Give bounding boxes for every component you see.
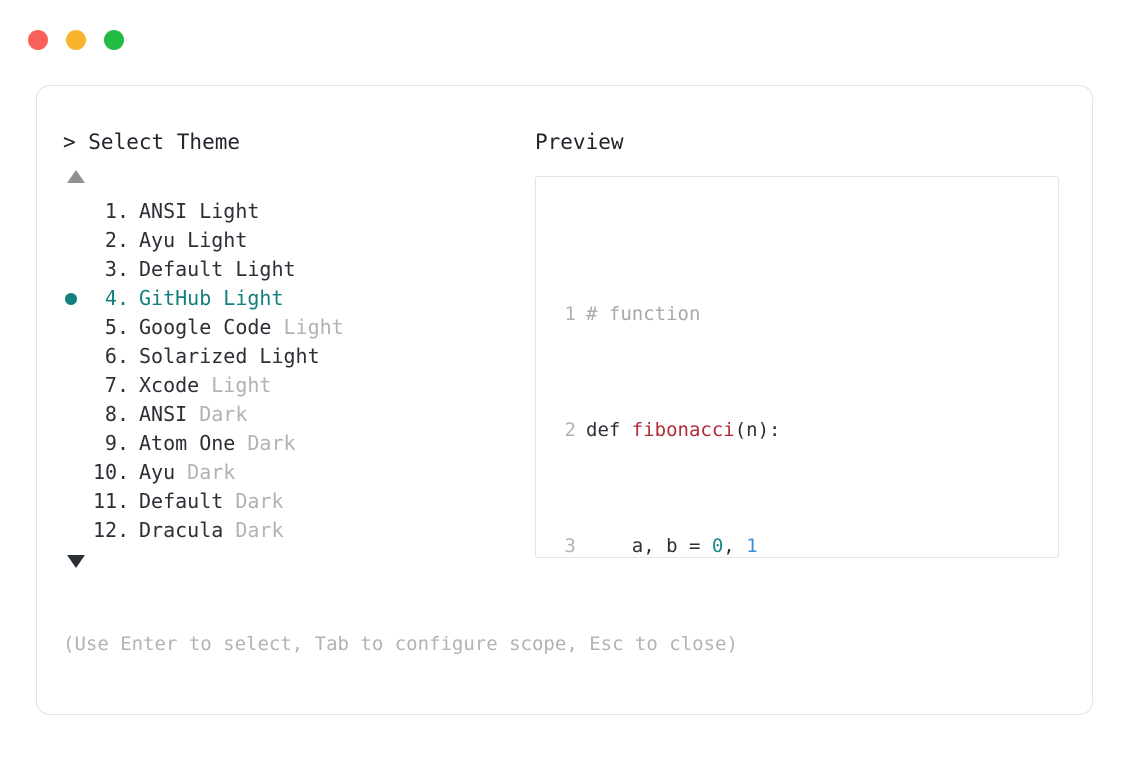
list-item-name: ANSI: [139, 402, 188, 426]
code-line-text: a, b = 0, 1: [586, 532, 758, 557]
selection-bullet-slot: [63, 292, 93, 305]
keyboard-hint: (Use Enter to select, Tab to configure s…: [63, 633, 738, 655]
list-item-mode: Light: [187, 228, 248, 252]
list-item-name: Default: [139, 257, 224, 281]
list-item[interactable]: 9. Atom One Dark: [63, 429, 543, 458]
selected-bullet-icon: [65, 292, 77, 305]
list-item-name: ANSI: [139, 199, 188, 223]
preview-panel: 1 # function 2 def fibonacci(n): 3 a, b …: [535, 176, 1059, 558]
list-item-name: Ayu: [139, 460, 176, 484]
theme-picker-card: > Select Theme 1. ANSI Light 2. Ayu: [36, 85, 1093, 715]
list-item-index: 12.: [93, 518, 130, 542]
code-line-text: # function: [586, 300, 700, 329]
list-item-index: 1.: [104, 199, 129, 223]
preview-column: Preview 1 # function 2 def fibonacci(n):: [535, 128, 1075, 558]
code-token-number: 0: [711, 535, 724, 557]
list-item-mode: Light: [199, 199, 260, 223]
list-item[interactable]: 2. Ayu Light: [63, 226, 543, 255]
list-item-space: [247, 342, 259, 371]
code-block: 1 # function 2 def fibonacci(n): 3 a, b …: [536, 213, 1058, 557]
list-item-space: [175, 458, 187, 487]
theme-list[interactable]: 1. ANSI Light 2. Ayu Light 3: [63, 197, 543, 545]
list-item-mode: Light: [259, 344, 320, 368]
list-item-space: [187, 197, 199, 226]
list-item-space: [235, 429, 247, 458]
list-item-index: 3.: [104, 257, 129, 281]
list-item-mode: Light: [223, 286, 284, 310]
list-item[interactable]: 8. ANSI Dark: [63, 400, 543, 429]
list-item-selected[interactable]: 4. GitHub Light: [63, 284, 543, 313]
list-item-index: 8.: [104, 402, 129, 426]
list-item[interactable]: 11. Default Dark: [63, 487, 543, 516]
list-item-space: [271, 313, 283, 342]
list-item-space: [187, 400, 199, 429]
list-item-index: 4.: [104, 286, 129, 310]
list-item-mode: Dark: [247, 431, 296, 455]
list-item-name: Atom One: [139, 431, 236, 455]
list-item-index: 6.: [104, 344, 129, 368]
list-item-mode: Dark: [199, 402, 248, 426]
list-item-space: [211, 284, 223, 313]
list-item[interactable]: 5. Google Code Light: [63, 313, 543, 342]
line-number: 3: [564, 535, 576, 557]
list-item-name: Xcode: [139, 373, 200, 397]
list-item[interactable]: 10. Ayu Dark: [63, 458, 543, 487]
list-item-index: 7.: [104, 373, 129, 397]
scroll-down-arrow-icon[interactable]: [67, 555, 85, 568]
list-item-space: [199, 371, 211, 400]
list-item-name: Google Code: [139, 315, 272, 339]
code-line: 3 a, b = 0, 1: [536, 532, 1058, 557]
list-item-mode: Light: [283, 315, 344, 339]
list-item-name: Default: [139, 489, 224, 513]
close-window-button[interactable]: [28, 30, 48, 50]
list-item-index: 11.: [93, 489, 130, 513]
list-item-mode: Dark: [187, 460, 236, 484]
preview-title: Preview: [535, 130, 624, 154]
list-item-space: [223, 255, 235, 284]
list-item-space: [223, 516, 235, 545]
list-item-index: 10.: [93, 460, 130, 484]
minimize-window-button[interactable]: [66, 30, 86, 50]
code-token-function: fibonacci: [631, 419, 735, 441]
list-item[interactable]: 6. Solarized Light: [63, 342, 543, 371]
code-token-plain: ,: [723, 535, 747, 557]
list-item-index: 2.: [104, 228, 129, 252]
list-item-name: Dracula: [139, 518, 224, 542]
page-title: > Select Theme: [63, 130, 241, 154]
window-traffic-lights: [28, 30, 124, 50]
list-item-name: GitHub: [139, 286, 212, 310]
list-item-name: Ayu: [139, 228, 176, 252]
code-token-comment: # function: [586, 303, 701, 325]
code-token-plain: a, b =: [586, 535, 712, 557]
list-item-mode: Dark: [235, 518, 284, 542]
code-token-plain: (n):: [734, 419, 781, 441]
list-item-index: 5.: [104, 315, 129, 339]
list-item-index: 9.: [104, 431, 129, 455]
theme-selector-column: > Select Theme 1. ANSI Light 2. Ayu: [63, 128, 543, 568]
list-item[interactable]: 1. ANSI Light: [63, 197, 543, 226]
list-item-name: Solarized: [139, 344, 248, 368]
maximize-window-button[interactable]: [104, 30, 124, 50]
list-item-space: [175, 226, 187, 255]
code-token-number: 1: [746, 535, 758, 557]
code-line: 2 def fibonacci(n):: [536, 416, 1058, 445]
list-item[interactable]: 7. Xcode Light: [63, 371, 543, 400]
list-item-space: [223, 487, 235, 516]
list-item-mode: Dark: [235, 489, 284, 513]
scroll-up-arrow-icon[interactable]: [67, 170, 85, 183]
card-columns: > Select Theme 1. ANSI Light 2. Ayu: [37, 86, 1092, 714]
line-number: 1: [564, 303, 576, 325]
code-token-keyword: def: [586, 419, 632, 441]
code-line: 1 # function: [536, 300, 1058, 329]
list-item[interactable]: 12. Dracula Dark: [63, 516, 543, 545]
list-item-mode: Light: [235, 257, 296, 281]
list-item[interactable]: 3. Default Light: [63, 255, 543, 284]
list-item-mode: Light: [211, 373, 272, 397]
line-number: 2: [564, 419, 576, 441]
code-line-text: def fibonacci(n):: [586, 416, 780, 445]
